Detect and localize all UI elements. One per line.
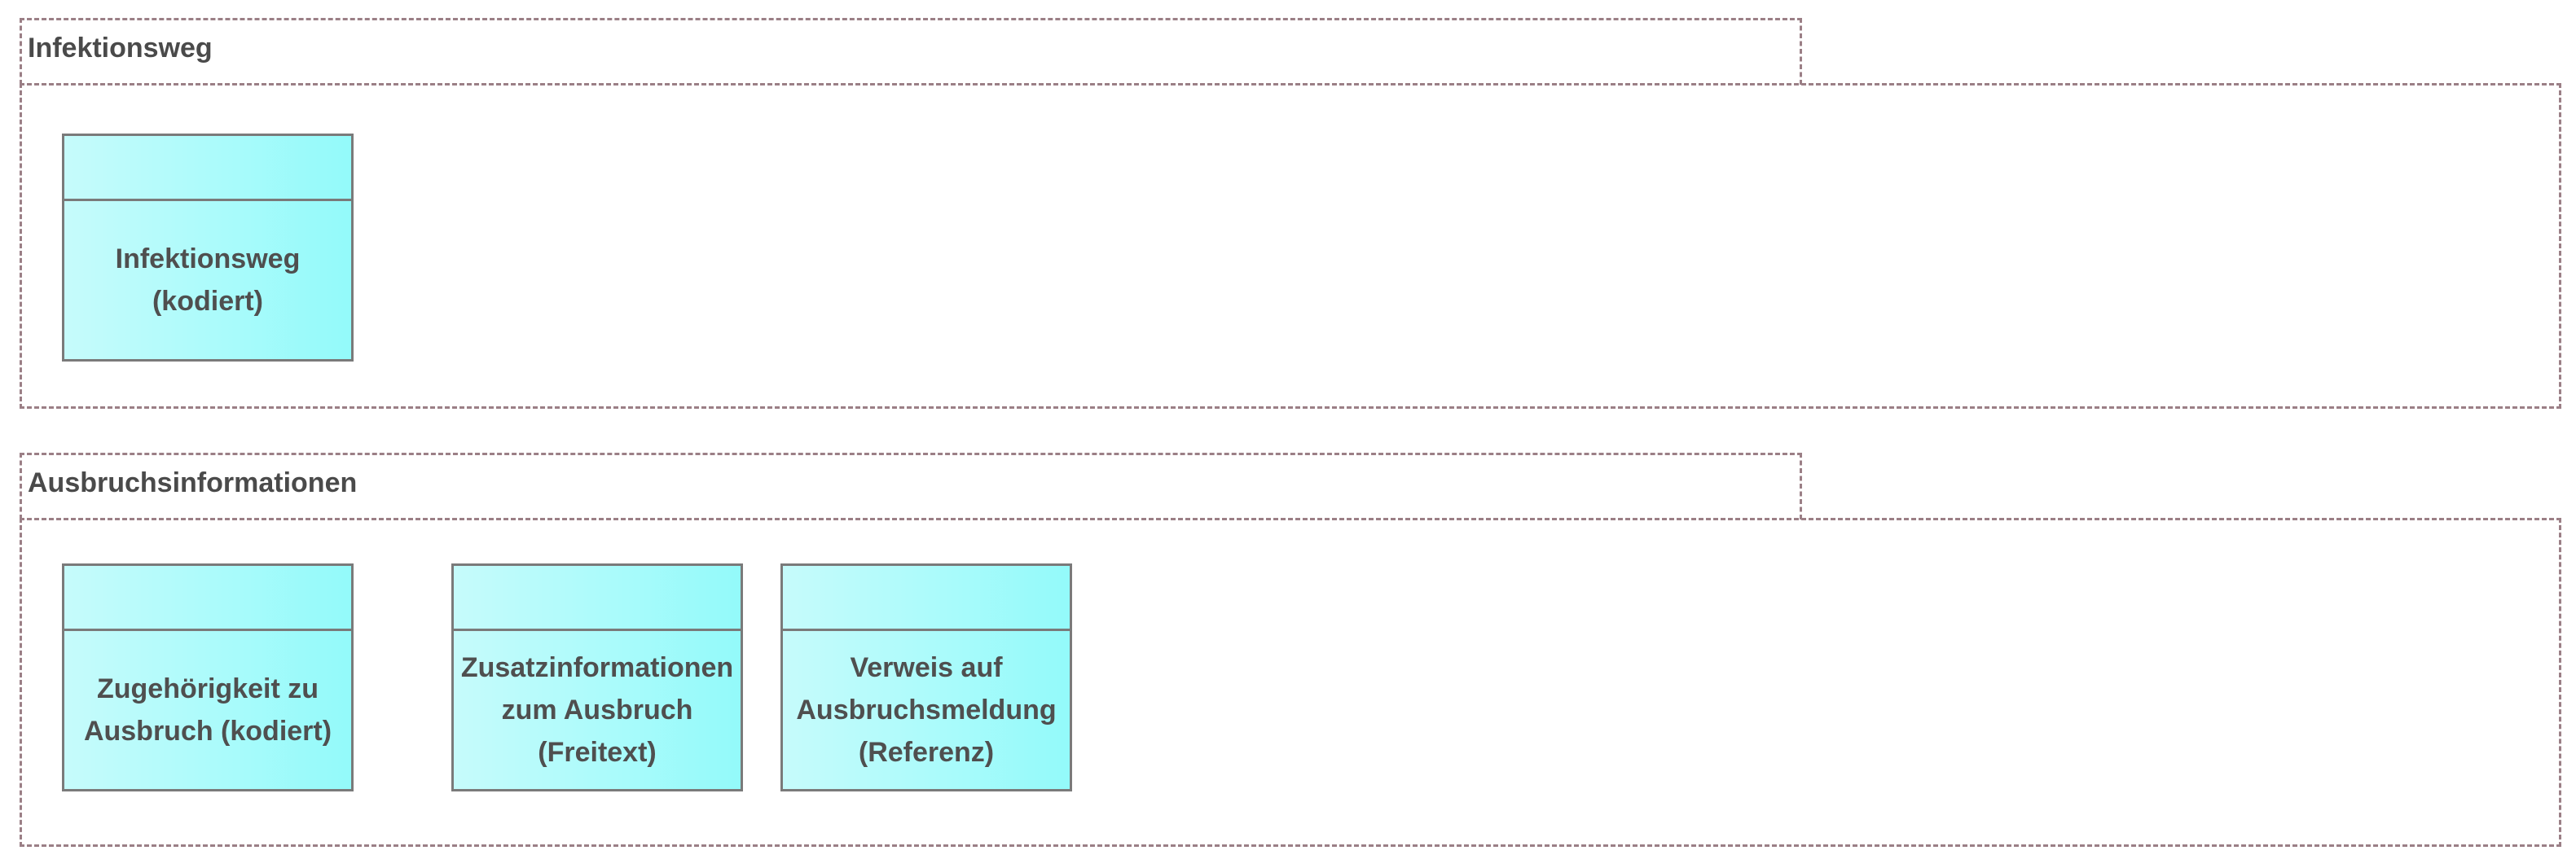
node-zugehoerigkeit-ausbruch[interactable]: Zugehörigkeit zu Ausbruch (kodiert) xyxy=(62,563,354,791)
node-infektionsweg-kodiert[interactable]: Infektionsweg (kodiert) xyxy=(62,134,354,362)
group-title: Ausbruchsinformationen xyxy=(28,467,358,498)
group-infektionsweg: Infektionsweg Infektionsweg (kodiert) xyxy=(20,18,2561,409)
node-header xyxy=(783,566,1070,631)
group-tab xyxy=(20,453,1802,519)
group-tab xyxy=(20,18,1802,85)
group-body xyxy=(20,518,2561,847)
node-verweis-ausbruchsmeldung[interactable]: Verweis auf Ausbruchsmeldung (Referenz) xyxy=(780,563,1072,791)
node-header xyxy=(64,136,351,201)
node-zusatzinformationen-ausbruch[interactable]: Zusatzinformationen zum Ausbruch (Freite… xyxy=(451,563,743,791)
node-label: Infektionsweg (kodiert) xyxy=(115,243,301,317)
group-ausbruchsinformationen: Ausbruchsinformationen Zugehörigkeit zu … xyxy=(20,453,2561,847)
node-label: Verweis auf Ausbruchsmeldung (Referenz) xyxy=(796,652,1057,768)
group-body xyxy=(20,83,2561,409)
node-header xyxy=(454,566,741,631)
node-label: Zugehörigkeit zu Ausbruch (kodiert) xyxy=(83,673,332,747)
node-label: Zusatzinformationen zum Ausbruch (Freite… xyxy=(460,652,734,768)
group-title: Infektionsweg xyxy=(28,33,213,64)
node-header xyxy=(64,566,351,631)
